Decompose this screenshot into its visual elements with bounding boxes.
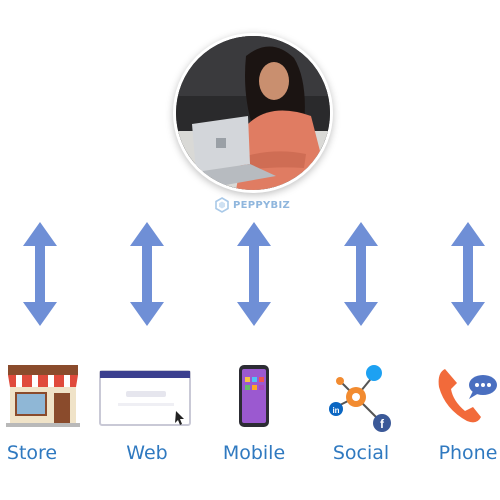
user-avatar [173, 33, 333, 193]
channel-label-phone: Phone [438, 442, 498, 464]
store-icon [6, 365, 80, 427]
woman-with-laptop-image [176, 36, 330, 190]
brand-logo: PEPPYBIZ [214, 196, 290, 214]
double-arrow-phone [451, 222, 485, 326]
double-arrow-mobile [237, 222, 271, 326]
phone-chat-icon [438, 369, 497, 423]
double-arrow-store [23, 222, 57, 326]
hexagon-logo-icon [215, 197, 229, 213]
svg-text:in: in [332, 406, 339, 415]
channel-label-store: Store [6, 442, 58, 464]
brand-name: PEPPYBIZ [233, 199, 291, 211]
social-network-icon: f in [329, 365, 391, 432]
double-arrow-web [130, 222, 164, 326]
web-browser-icon [99, 370, 191, 426]
channel-label-social: Social [332, 442, 390, 464]
channel-label-web: Web [126, 442, 168, 464]
svg-text:f: f [380, 417, 385, 431]
channel-label-mobile: Mobile [222, 442, 286, 464]
mobile-phone-icon [239, 365, 269, 427]
double-arrow-social [344, 222, 378, 326]
